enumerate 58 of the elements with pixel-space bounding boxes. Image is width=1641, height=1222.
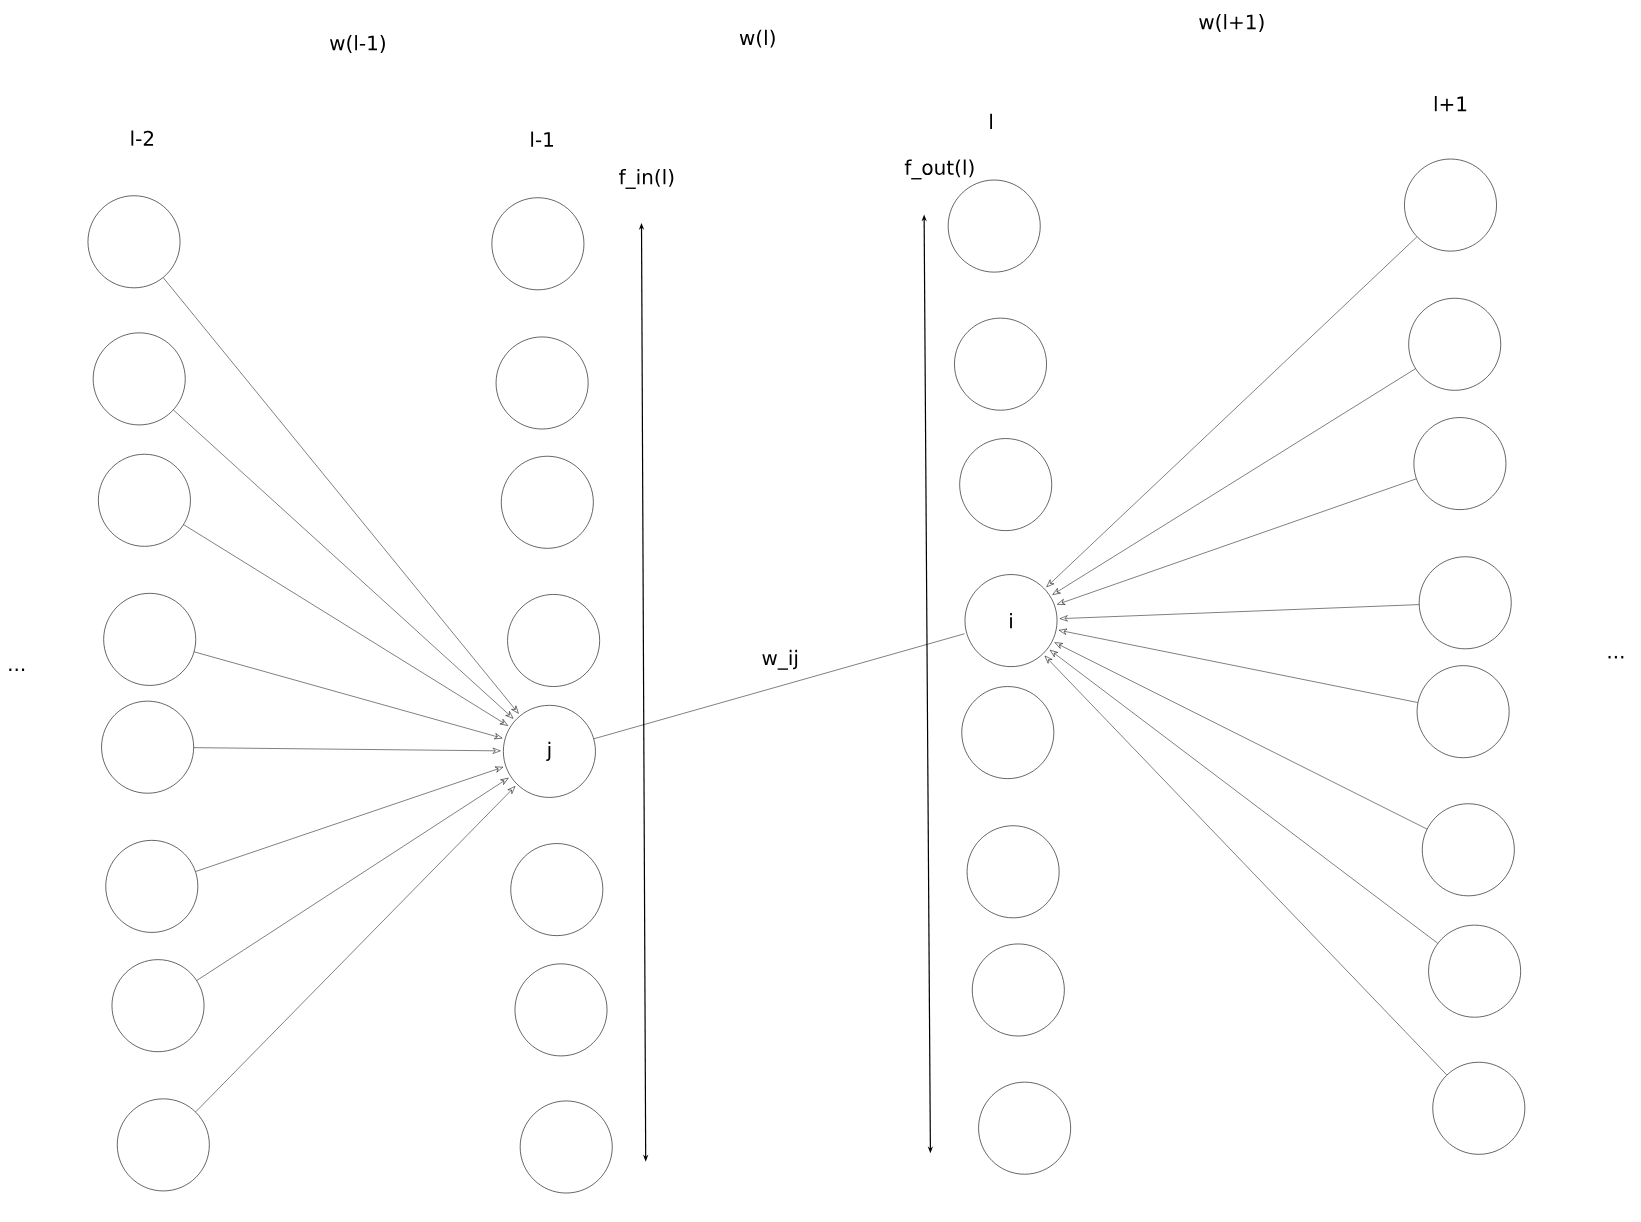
neuron-circle (1418, 556, 1512, 650)
neuron-circle (507, 594, 600, 687)
layer-label: ... (1608, 655, 1624, 659)
layer-label: f_out(l) (904, 159, 974, 180)
layer-label: f_in(l) (619, 169, 674, 189)
neuron-circle (1413, 417, 1507, 510)
neuron-circle (87, 195, 181, 289)
arrow (193, 747, 501, 754)
neuron-circle (514, 963, 608, 1057)
neuron-circle (971, 943, 1065, 1037)
arrow (196, 777, 509, 981)
neuron-circle (1416, 665, 1510, 759)
neuron-circle (500, 455, 594, 549)
layer-label: w(l+1) (1199, 14, 1264, 32)
arrow (194, 651, 503, 740)
neuron-circle (978, 1081, 1071, 1175)
neuron-circle (519, 1100, 613, 1194)
arrow (1052, 368, 1416, 595)
neuron-circle (101, 700, 194, 794)
arrow (195, 786, 516, 1113)
neuron-circle (961, 686, 1055, 779)
neuron-circle (954, 317, 1047, 411)
arrow (1044, 655, 1447, 1076)
neuron-circle (92, 332, 186, 426)
neuron-circle (510, 843, 604, 936)
arrow (1059, 604, 1420, 622)
neuron-circle (1432, 1061, 1526, 1155)
neuron-circle (491, 197, 585, 291)
layer-label: w(l-1) (330, 35, 385, 53)
arrow (1058, 628, 1418, 703)
layer-label: ... (9, 668, 25, 671)
layer-label: l (990, 113, 992, 129)
neuron-circle (1408, 297, 1502, 391)
arrow (1046, 236, 1418, 588)
neuron-circle (1404, 158, 1497, 252)
arrow (1049, 649, 1438, 944)
neuron-circle (947, 179, 1041, 273)
neuron-circle (495, 336, 589, 430)
edge-label: w_ij (759, 647, 801, 672)
neuron-circle (103, 593, 197, 686)
neuron-circle (1421, 803, 1515, 897)
neuron-circle (959, 438, 1053, 531)
layer-label: l-2 (131, 130, 154, 146)
arrow (173, 409, 514, 719)
layer-label: l-1 (531, 131, 553, 147)
neuron-circle (98, 453, 191, 547)
neuron-circle (1428, 924, 1521, 1018)
arrow (183, 524, 508, 726)
arrow (1057, 478, 1417, 605)
arrow (1054, 642, 1428, 830)
layer-label: w(l) (739, 29, 775, 48)
neuron-circle (116, 1098, 210, 1192)
neuron-circle (966, 825, 1060, 919)
neuron-circle (111, 959, 205, 1053)
layer-label: l+1 (1434, 96, 1467, 112)
arrow (163, 277, 519, 714)
arrow (195, 766, 504, 872)
neuron-circle (105, 840, 199, 933)
